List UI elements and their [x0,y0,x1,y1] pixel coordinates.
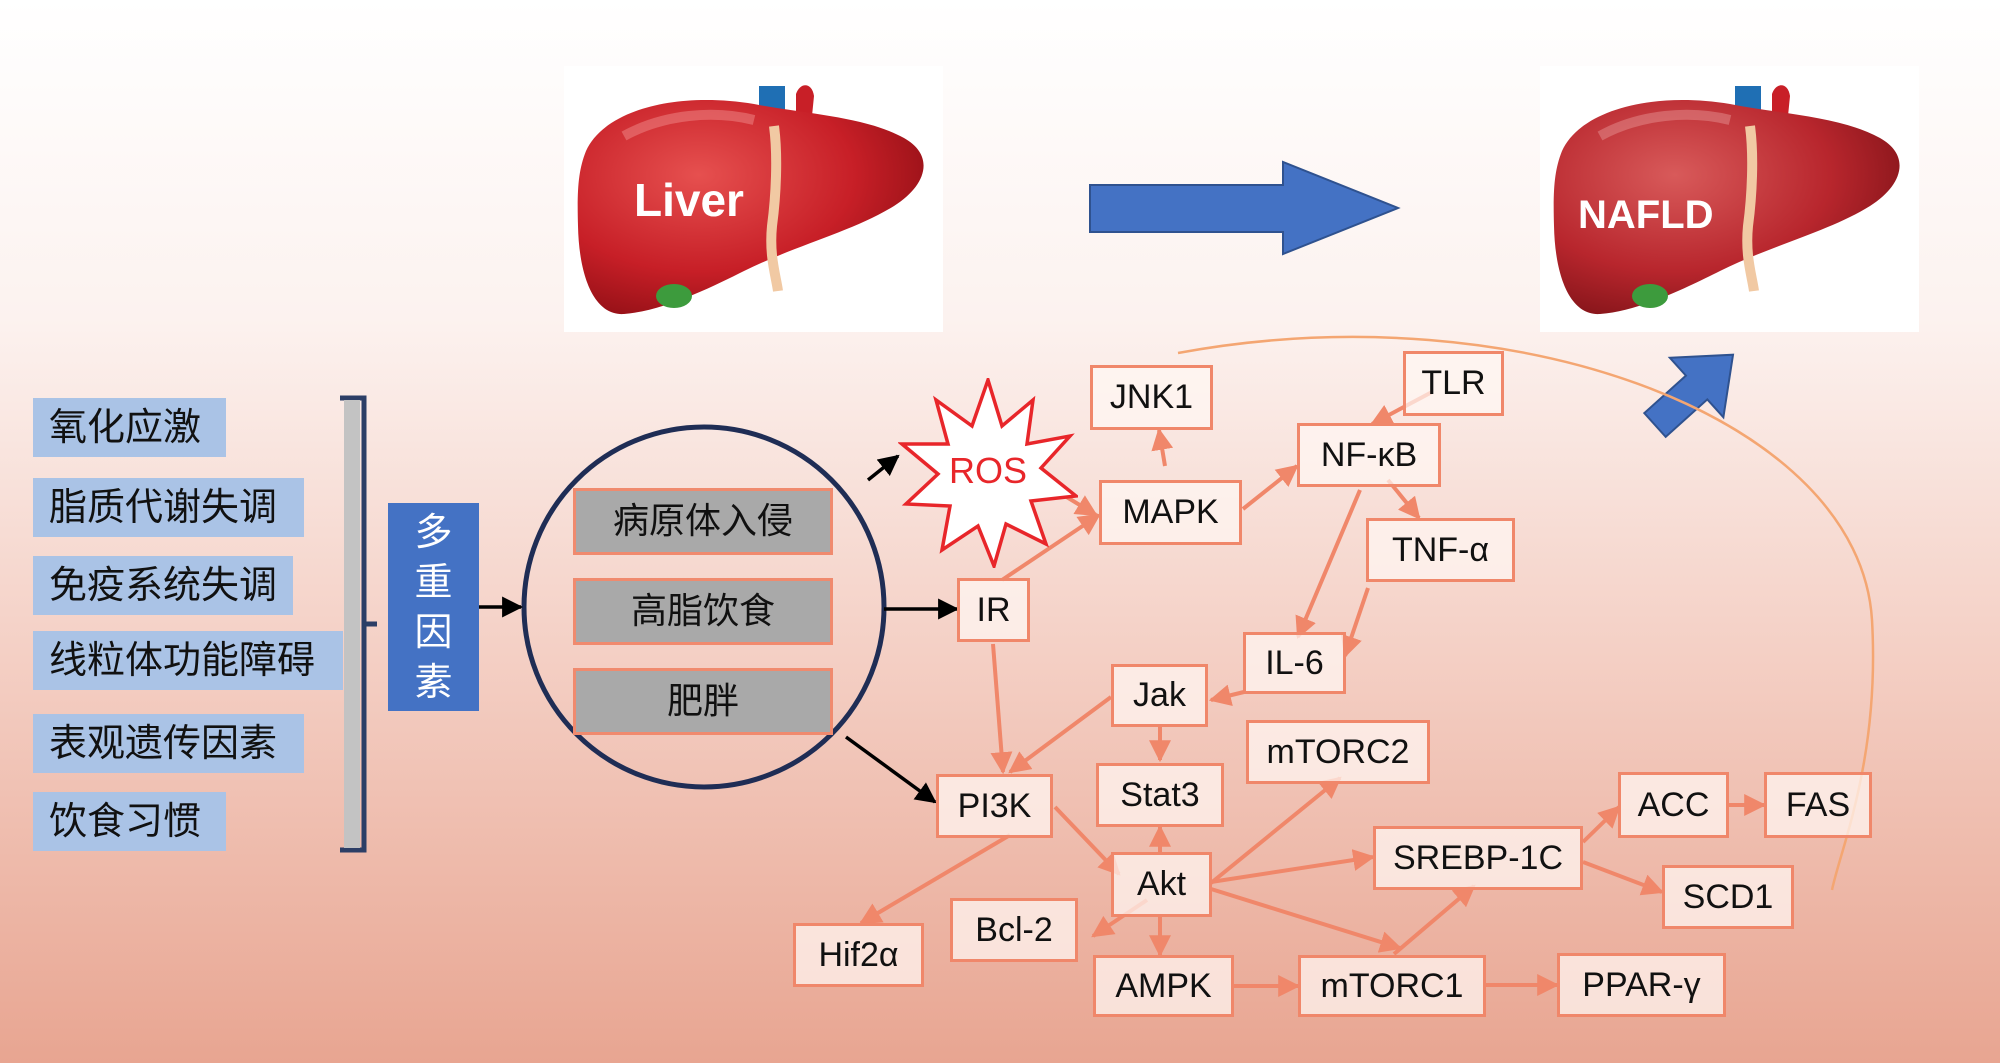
factor-lipid-metabolism: 脂质代谢失调 [33,478,304,537]
causes-circle [521,424,887,790]
multi-factor-char: 多 [414,510,453,554]
node-mtorc2: mTORC2 [1246,720,1430,784]
node-fas: FAS [1764,772,1872,838]
node-pi3k: PI3K [936,774,1053,838]
node-nfkb: NF-κB [1297,423,1441,487]
factor-mitochondrial-dysfunction: 线粒体功能障碍 [33,631,343,690]
node-ppar-gamma: PPAR-γ [1557,953,1726,1017]
multi-factor-char: 因 [414,610,453,654]
node-jak: Jak [1111,664,1208,727]
node-ir: IR [957,578,1030,642]
multi-factor-char: 重 [414,560,453,604]
node-mapk: MAPK [1099,480,1242,545]
node-jnk1: JNK1 [1090,365,1213,430]
node-tnfa: TNF-α [1366,518,1515,582]
node-akt: Akt [1111,852,1212,917]
to-nafld-arrow [1642,353,1735,439]
node-acc: ACC [1618,772,1729,838]
multi-factor-box: 多 重 因 素 [388,503,479,711]
nafld-liver-card: NAFLD [1540,66,1919,332]
node-ampk: AMPK [1093,955,1234,1017]
cause-high-fat-diet: 高脂饮食 [573,578,833,645]
multi-factor-char: 素 [414,660,453,704]
node-il6: IL-6 [1243,632,1346,694]
nafld-liver-label: NAFLD [1578,193,1714,237]
progression-arrow [1089,160,1401,256]
factor-immune-dysregulation: 免疫系统失调 [33,556,293,615]
cause-obesity: 肥胖 [573,668,833,735]
factor-epigenetic: 表观遗传因素 [33,714,304,773]
ros-starburst: ROS [898,378,1078,568]
healthy-liver-illustration: Liver [577,85,924,315]
ros-label: ROS [949,450,1027,491]
healthy-liver-card: Liver [564,66,943,332]
node-srebp1c: SREBP-1C [1373,826,1583,890]
node-hif2a: Hif2α [793,923,924,987]
node-bcl2: Bcl-2 [950,898,1078,962]
nafld-liver-illustration: NAFLD [1553,85,1900,315]
cause-pathogen: 病原体入侵 [573,488,833,555]
factor-diet-habits: 饮食习惯 [33,792,226,851]
node-tlr: TLR [1403,351,1504,416]
node-scd1: SCD1 [1662,865,1794,929]
healthy-liver-label: Liver [634,174,744,226]
node-stat3: Stat3 [1096,763,1224,827]
node-mtorc1: mTORC1 [1298,955,1486,1017]
factor-oxidative-stress: 氧化应激 [33,398,226,457]
